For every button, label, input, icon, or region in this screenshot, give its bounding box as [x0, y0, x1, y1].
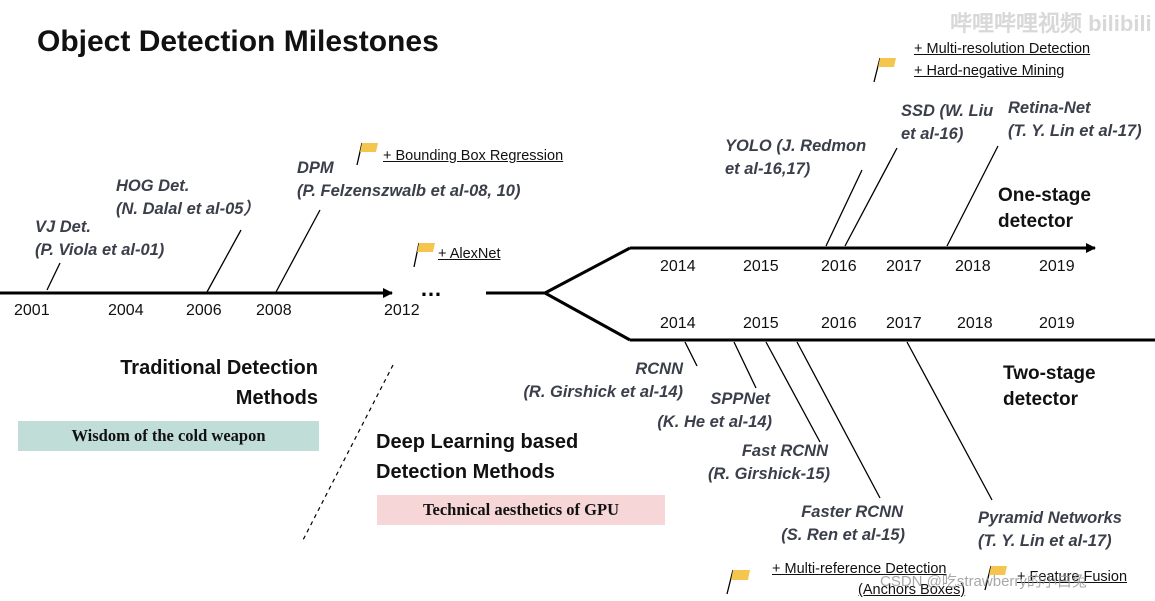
- ssd-pointer: [844, 147, 898, 247]
- vj-detector-label: VJ Det.(P. Viola et al-01): [35, 218, 165, 259]
- faster-rcnn-pointer: [796, 341, 881, 499]
- yolo-pointer: [825, 169, 863, 247]
- anchors-note: (Anchors Boxes): [858, 582, 966, 598]
- year-label: 2016: [821, 258, 857, 275]
- ellipsis: …: [420, 276, 442, 301]
- page-title: Object Detection Milestones: [37, 25, 439, 58]
- year-label: 2017: [886, 315, 922, 332]
- year-label: 2001: [14, 302, 50, 319]
- year-label: 2019: [1039, 315, 1075, 332]
- multi-reference-note: + Multi-reference Detection: [772, 561, 947, 577]
- csdn-watermark: CSDN @吃strawberry的小白兔: [880, 573, 1087, 590]
- hog-pointer: [206, 229, 242, 293]
- year-label: 2016: [821, 315, 857, 332]
- retina-net-detector-label: Retina-Net(T. Y. Lin et al-17): [1008, 99, 1142, 140]
- alexnet-note: + AlexNet: [438, 246, 501, 262]
- year-label: 2018: [955, 258, 991, 275]
- vj-pointer: [46, 262, 61, 291]
- flag-icon: [873, 57, 896, 83]
- bbox-regression-note: + Bounding Box Regression: [383, 148, 564, 164]
- year-label: 2015: [743, 315, 779, 332]
- year-label: 2006: [186, 302, 222, 319]
- faster-rcnn-detector-label: Faster RCNN(S. Ren et al-15): [781, 503, 905, 544]
- fork-upper: [544, 246, 631, 295]
- bilibili-watermark: 哔哩哔哩视频 bilibili: [950, 11, 1152, 36]
- rcnn-pointer: [684, 341, 698, 367]
- year-label: 2012: [384, 302, 420, 319]
- dpm-pointer: [275, 209, 321, 293]
- fork-lower: [544, 291, 631, 342]
- year-label: 2017: [886, 258, 922, 275]
- rcnn-detector-label: RCNN(R. Girshick et al-14): [523, 360, 683, 401]
- dpm-detector-label: DPM(P. Felzenszwalb et al-08, 10): [297, 159, 521, 200]
- fast-rcnn-detector-label: Fast RCNN(R. Girshick-15): [708, 442, 830, 483]
- flag-icon: [984, 565, 1007, 591]
- year-label: 2014: [660, 315, 696, 332]
- deep-learning-badge: Technical aesthetics of GPU: [377, 495, 665, 525]
- section-divider: [302, 364, 394, 541]
- flag-icon: [413, 242, 435, 268]
- year-label: 2014: [660, 258, 696, 275]
- multi-resolution-note: + Multi-resolution Detection: [914, 41, 1091, 57]
- year-label: 2004: [108, 302, 144, 319]
- sppnet-pointer: [733, 341, 757, 389]
- hard-negative-note: + Hard-negative Mining: [914, 63, 1065, 79]
- year-label: 2018: [957, 315, 993, 332]
- year-label: 2015: [743, 258, 779, 275]
- hog-detector-label: HOG Det.(N. Dalal et al-05）: [116, 177, 260, 218]
- year-label: 2019: [1039, 258, 1075, 275]
- traditional-badge: Wisdom of the cold weapon: [18, 421, 319, 451]
- year-label: 2008: [256, 302, 292, 319]
- feature-fusion-note: + Feature Fusion: [1017, 569, 1128, 585]
- flag-icon: [356, 142, 378, 166]
- fpn-detector-label: Pyramid Networks(T. Y. Lin et al-17): [978, 509, 1122, 550]
- fpn-pointer: [906, 341, 993, 501]
- sppnet-detector-label: SPPNet(K. He et al-14): [657, 390, 772, 431]
- retina-pointer: [946, 145, 999, 247]
- flag-icon: [726, 569, 750, 595]
- fast-rcnn-pointer: [765, 341, 821, 443]
